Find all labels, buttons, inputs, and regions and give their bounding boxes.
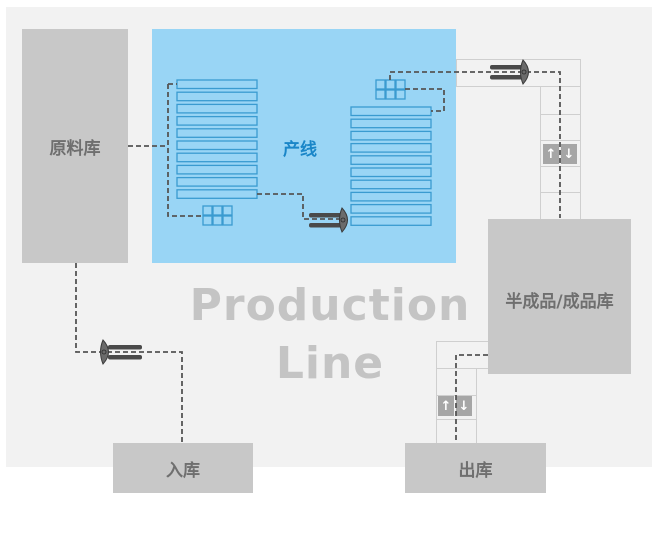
- route-right-grid-to-rack: [405, 88, 445, 112]
- right-rack-slot: [350, 155, 432, 165]
- right-rack-slot: [350, 216, 432, 226]
- raw-material-store-label: 原料库: [49, 138, 101, 159]
- route-raw-to-inbound: [75, 263, 183, 443]
- left-rack-slot: [176, 115, 258, 126]
- route-right-grid-to-top-conveyor: [389, 71, 561, 218]
- left-rack-slot: [176, 152, 258, 163]
- routes: [75, 71, 561, 443]
- racks-group: [176, 79, 432, 226]
- inbound-station: 入库: [113, 443, 253, 493]
- arrow-down-icon: ↓: [458, 398, 470, 414]
- outbound-label: 出库: [458, 460, 493, 481]
- arrow-up-icon: ↑: [545, 146, 557, 162]
- top-conveyor-horizontal: [456, 59, 581, 87]
- elevator-down-button[interactable]: ↓: [561, 144, 577, 164]
- right-rack-slot: [350, 142, 432, 153]
- arrow-up-icon: ↑: [440, 398, 452, 414]
- production-line-label: 产线: [283, 140, 317, 160]
- arrow-down-icon: ↓: [563, 146, 575, 162]
- left-rack-slot: [176, 176, 258, 187]
- right-rack-slot: [350, 179, 432, 190]
- right-rack-slot: [350, 191, 432, 202]
- semi-finished-store: 半成品/成品库: [488, 219, 631, 374]
- agv-inbound-robot-icon: [100, 339, 142, 365]
- title-line-1: Production: [189, 280, 471, 331]
- right-rack-slot: [350, 118, 432, 129]
- left-grid-icon: [202, 205, 233, 226]
- left-rack-slot: [176, 103, 258, 114]
- raw-material-store: 原料库: [22, 29, 128, 263]
- agv-top-conveyor-robot-icon: [490, 59, 529, 85]
- lower-elevator-up-button[interactable]: ↑: [438, 396, 454, 416]
- route-left-rack-to-agv: [257, 193, 345, 220]
- inbound-label: 入库: [166, 460, 200, 481]
- right-rack-slot: [350, 167, 432, 178]
- elevator-up-button[interactable]: ↑: [543, 144, 559, 164]
- left-rack-slot: [176, 79, 258, 90]
- right-grid-icon: [375, 79, 406, 100]
- title-line-2: Line: [275, 338, 385, 389]
- left-rack-slot: [176, 189, 258, 199]
- semi-finished-store-label: 半成品/成品库: [505, 292, 614, 312]
- right-rack-slot: [350, 203, 432, 214]
- left-rack-slot: [176, 140, 258, 151]
- left-rack-slot: [176, 164, 258, 175]
- agv-production-robot-icon: [309, 207, 348, 233]
- lower-elevator-down-button[interactable]: ↓: [456, 396, 472, 416]
- right-rack-slot: [350, 130, 432, 141]
- route-semi-to-outbound: [455, 354, 488, 443]
- route-raw-to-left-rack: [128, 83, 203, 217]
- left-rack-slot: [176, 128, 258, 138]
- outbound-station: 出库: [405, 443, 546, 493]
- left-rack-slot: [176, 91, 258, 102]
- right-rack-slot: [350, 106, 432, 117]
